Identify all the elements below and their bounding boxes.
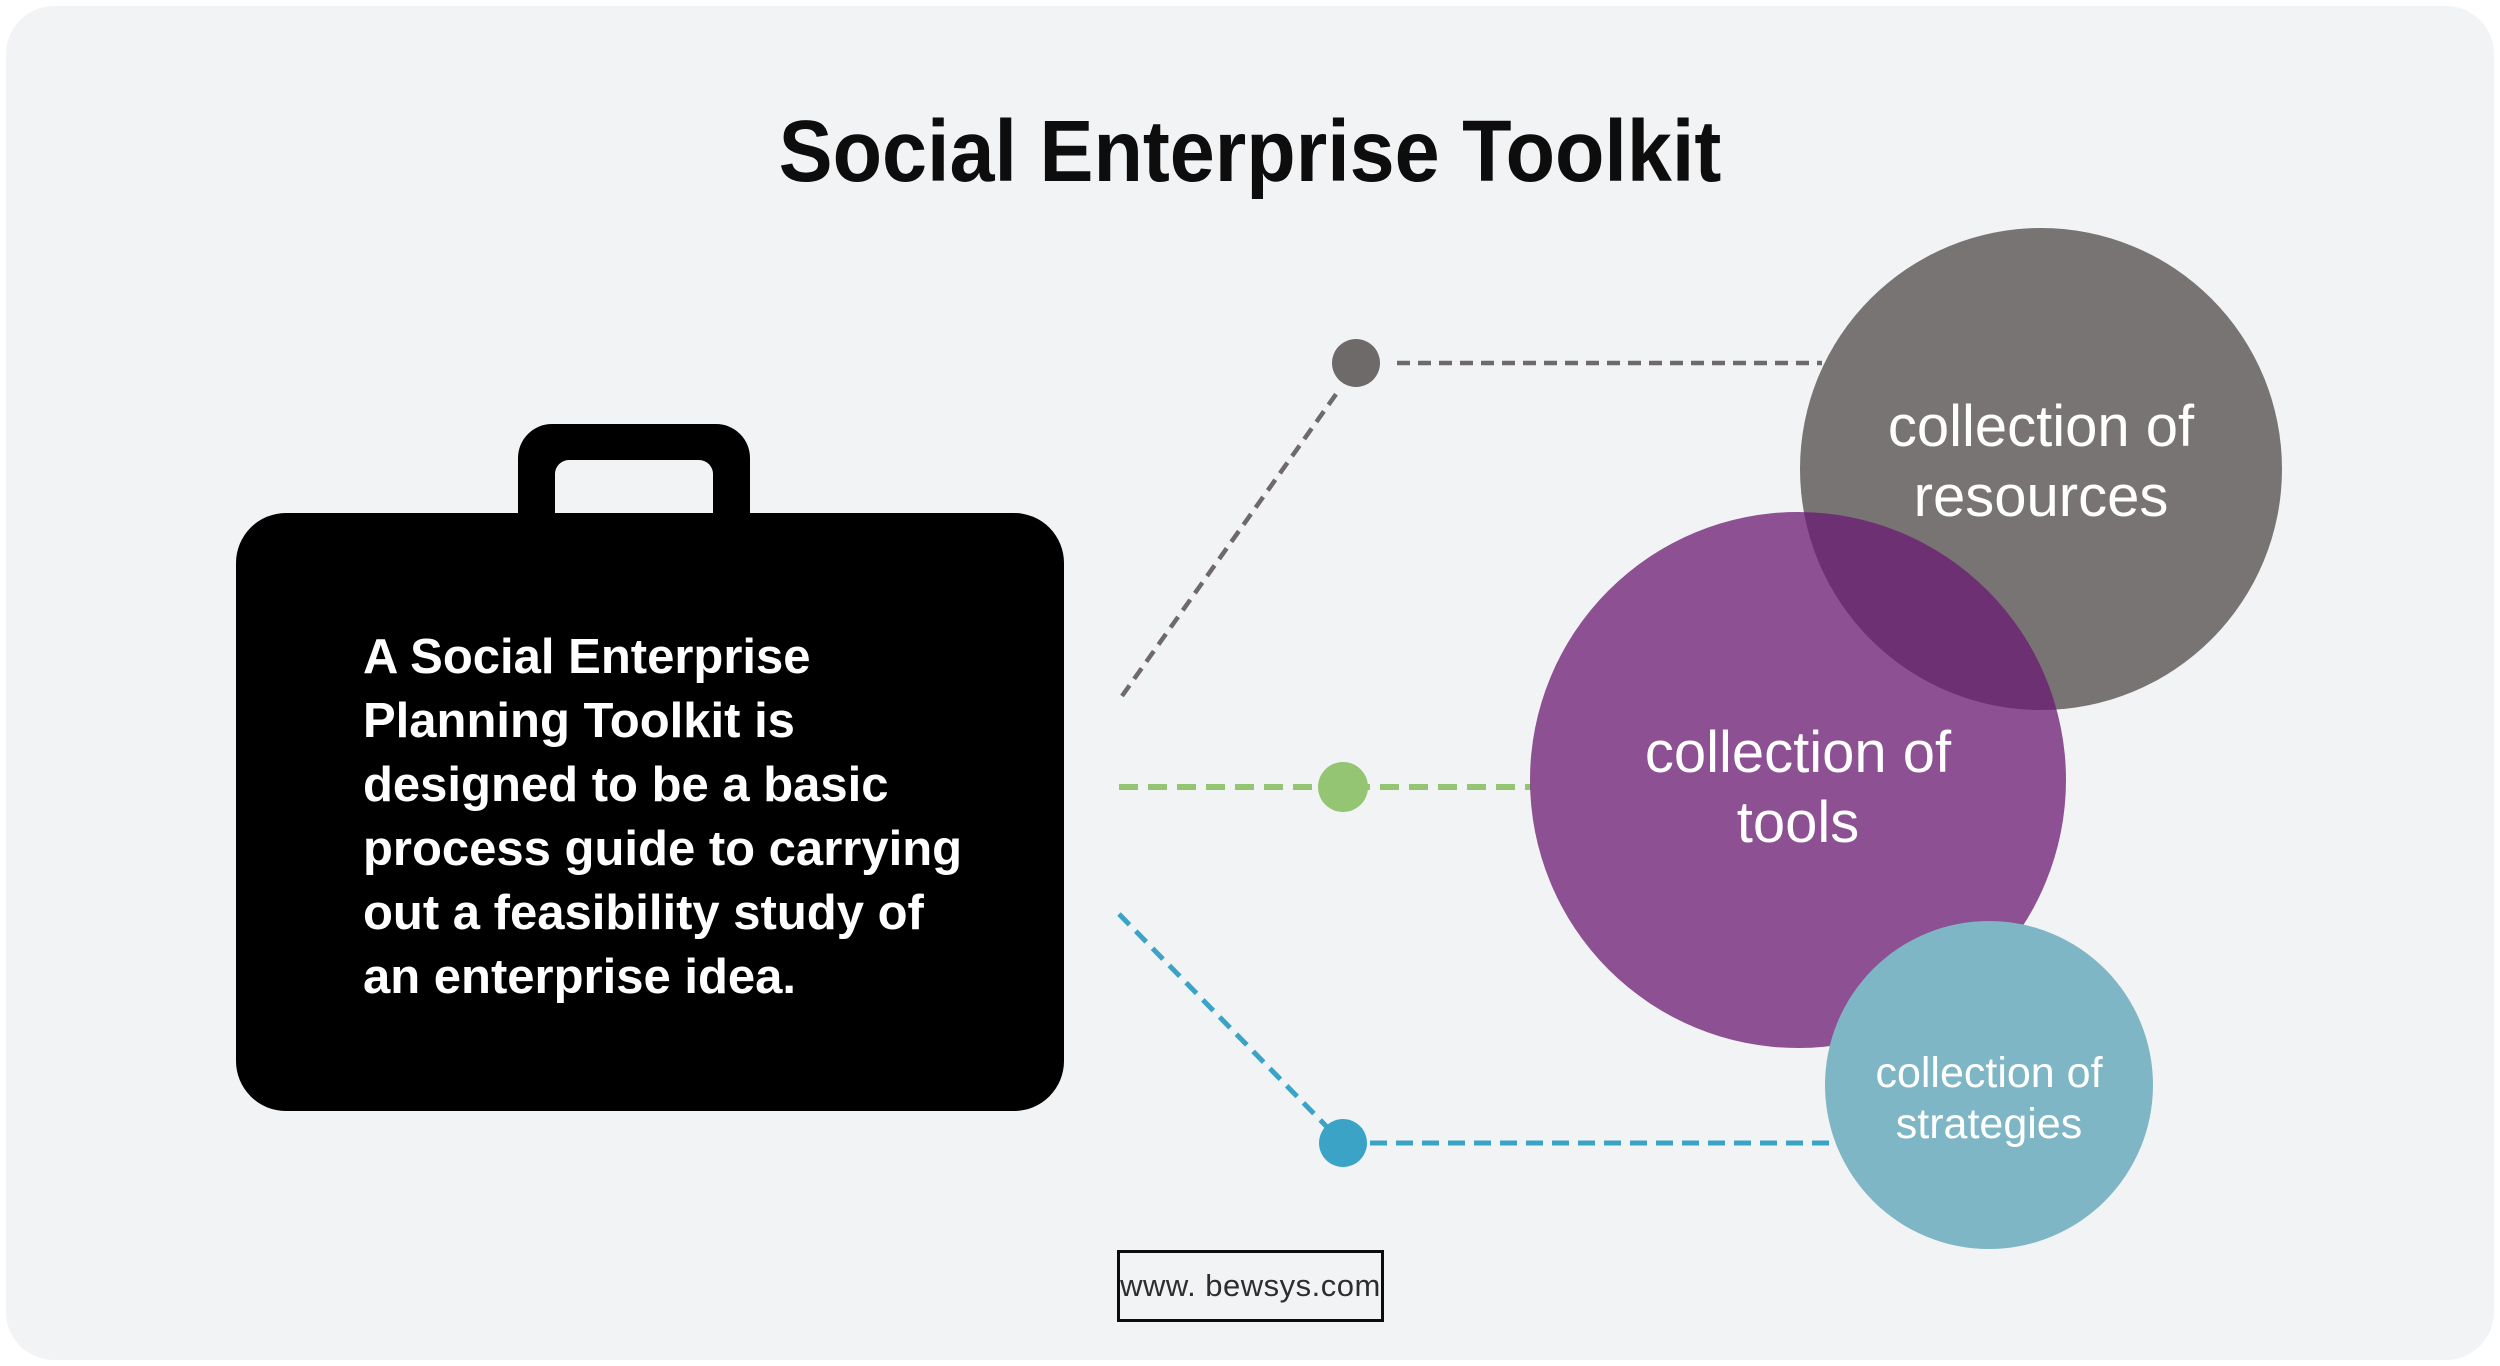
briefcase-icon: A Social Enterprise Planning Toolkit is …: [236, 513, 1064, 1111]
briefcase-handle-icon: [518, 424, 750, 524]
website-url: www. bewsys.com: [1120, 1268, 1381, 1303]
briefcase-description-line: A Social Enterprise: [363, 630, 811, 684]
briefcase-description-line: designed to be a basic: [363, 758, 889, 812]
website-link-box: www. bewsys.com: [1117, 1250, 1384, 1322]
briefcase-description-line: an enterprise idea.: [363, 950, 797, 1004]
resources-node-dot: [1332, 339, 1380, 387]
strategies-circle: collection of strategies: [1825, 921, 2153, 1249]
tools-circle-label: collection of: [1644, 720, 1952, 785]
strategies-connector-diagonal: [1117, 912, 1329, 1129]
strategies-circle-label: strategies: [1895, 1100, 2083, 1148]
briefcase-description-line: process guide to carrying: [363, 822, 963, 876]
resources-circle-label: collection of: [1887, 394, 2195, 459]
tools-node-dot: [1318, 762, 1368, 812]
resources-circle-label: resources: [1913, 464, 2169, 529]
tools-circle: collection of tools: [1530, 512, 2066, 1048]
briefcase-description-line: out a feasibility study of: [363, 886, 924, 940]
strategies-circle-label: collection of: [1875, 1049, 2103, 1097]
tools-circle-label: tools: [1736, 790, 1860, 855]
briefcase-description-line: Planning Toolkit is: [363, 694, 795, 748]
strategies-node-dot: [1319, 1119, 1367, 1167]
briefcase-description: A Social Enterprise Planning Toolkit is …: [363, 625, 1003, 1009]
page-title: Social Enterprise Toolkit: [778, 103, 1722, 200]
resources-connector-diagonal: [1120, 388, 1341, 698]
